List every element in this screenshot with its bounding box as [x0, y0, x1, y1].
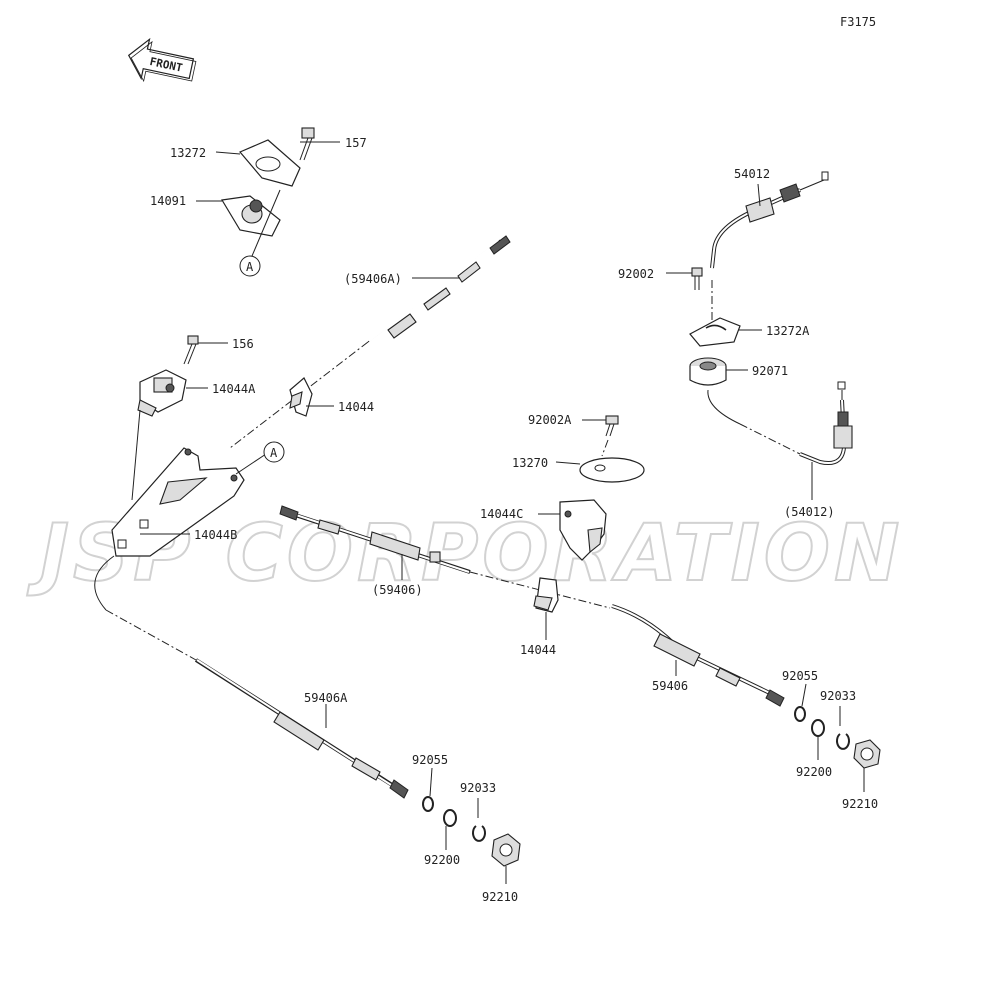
- ref-marker-a-bracket-label: A: [270, 446, 278, 460]
- label-92002A: 92002A: [528, 413, 572, 427]
- ref-marker-a-top-label: A: [246, 260, 254, 274]
- part-92200-right-washer: [811, 719, 825, 737]
- part-92055-right-oring: [794, 706, 806, 722]
- label-14044-mid: 14044: [520, 643, 556, 657]
- ref-marker-a-bracket: [263, 441, 285, 463]
- part-92210-left-nut: [491, 833, 521, 867]
- label-157: 157: [345, 136, 367, 150]
- label-156: 156: [232, 337, 254, 351]
- label-92033-right: 92033: [820, 689, 856, 703]
- part-59406A-upper-cable: [367, 235, 511, 343]
- part-92071-grommet: [689, 357, 727, 386]
- part-14044-upper-clip: [289, 377, 313, 417]
- part-92002-bolt: [691, 267, 703, 290]
- label-13272: 13272: [170, 146, 206, 160]
- label-14044C: 14044C: [480, 507, 523, 521]
- part-92210-right-nut: [853, 739, 881, 769]
- part-92200-left-washer: [443, 809, 457, 827]
- part-54012-bottom-cable: [799, 381, 853, 465]
- part-59406-right-cable: [611, 604, 785, 707]
- part-157-bolt: [299, 127, 315, 161]
- label-92210-left: 92210: [482, 890, 518, 904]
- part-14044-middle-clip: [533, 577, 559, 613]
- label-92200-right: 92200: [796, 765, 832, 779]
- part-14044A-clamp: [137, 369, 187, 417]
- label-92055-right: 92055: [782, 669, 818, 683]
- ref-marker-a-top: [239, 255, 261, 277]
- part-13272-gasket: [239, 139, 301, 187]
- label-13272A: 13272A: [766, 324, 810, 338]
- label-14044-upper: 14044: [338, 400, 374, 414]
- figure-id: F3175: [840, 15, 876, 29]
- part-156-bolt: [183, 335, 199, 365]
- part-13272A-plate: [689, 317, 741, 347]
- label-59406A-lower: 59406A: [304, 691, 348, 705]
- part-54012-top-cable: [710, 171, 829, 269]
- part-59406-middle-cable: [279, 505, 471, 574]
- part-13270-gasket: [579, 457, 645, 483]
- label-13270: 13270: [512, 456, 548, 470]
- label-14091: 14091: [150, 194, 186, 208]
- part-14044C-bracket: [559, 499, 607, 561]
- label-92033-left: 92033: [460, 781, 496, 795]
- label-14044A: 14044A: [212, 382, 256, 396]
- front-arrow-icon: FRONT: [127, 37, 197, 83]
- label-92002: 92002: [618, 267, 654, 281]
- part-92033-left-clip: [472, 825, 486, 842]
- label-92210-right: 92210: [842, 797, 878, 811]
- label-54012-bottom: (54012): [784, 505, 835, 519]
- label-59406-mid: (59406): [372, 583, 423, 597]
- label-59406A-upper: (59406A): [344, 272, 402, 286]
- part-14044B-bracket: [111, 447, 245, 557]
- part-14091-grommet: [221, 195, 281, 237]
- part-92033-right-clip: [836, 733, 850, 750]
- label-59406-right: 59406: [652, 679, 688, 693]
- label-92200-left: 92200: [424, 853, 460, 867]
- label-92071: 92071: [752, 364, 788, 378]
- part-59406A-lower-cable: [194, 658, 409, 799]
- part-92002A-bolt: [605, 415, 619, 437]
- label-54012-top: 54012: [734, 167, 770, 181]
- part-92055-left-oring: [422, 796, 434, 812]
- label-14044B: 14044B: [194, 528, 237, 542]
- label-92055-left: 92055: [412, 753, 448, 767]
